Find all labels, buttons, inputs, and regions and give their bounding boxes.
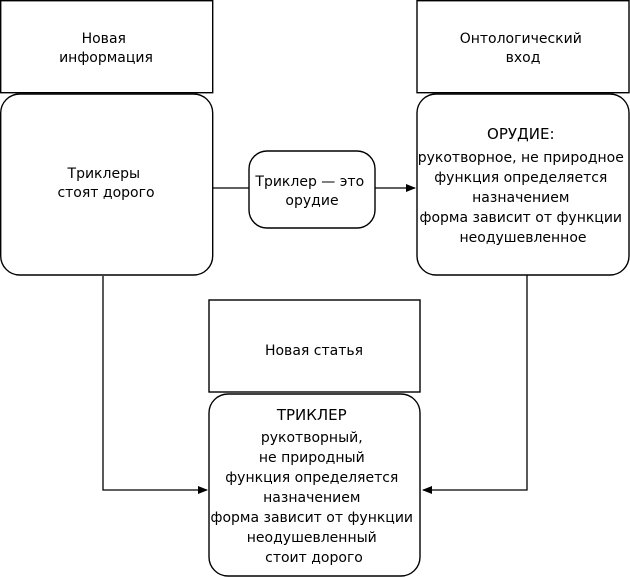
tool-definition-title: ОРУДИЕ: bbox=[487, 125, 554, 143]
ontological-input-label-box: Онтологический вход bbox=[416, 0, 630, 94]
tool-definition-line-2: функция определяется bbox=[434, 170, 607, 186]
tricler-definition-line-4: назначением bbox=[263, 490, 360, 506]
ontological-input-line-2: вход bbox=[506, 50, 541, 66]
svg-text:Триклер — это орудие: Триклер — это орудие bbox=[254, 174, 368, 209]
tool-definition-box: ОРУДИЕ: рукотворное, не природное функци… bbox=[416, 93, 630, 276]
tricler-definition-line-2: не природный bbox=[259, 450, 365, 466]
tricler-is-tool-line-2: орудие bbox=[285, 193, 338, 209]
tricler-definition-title: ТРИКЛЕР bbox=[276, 406, 347, 424]
triclers-expensive-line-2: стоят дорого bbox=[57, 185, 154, 201]
new-information-label-box: Новая информация bbox=[0, 0, 214, 94]
tool-definition-line-3: назначением bbox=[472, 190, 569, 206]
edge-tool-definition-to-tricler-definition bbox=[422, 275, 528, 494]
svg-text:Онтологический вход: Онтологический вход bbox=[460, 31, 587, 66]
tricler-is-tool-box: Триклер — это орудие bbox=[248, 150, 376, 229]
edge-expensive-to-tricler-definition bbox=[102, 276, 208, 494]
tricler-definition-line-1: рукотворный, bbox=[261, 430, 363, 446]
tricler-definition-line-5: форма зависит от функции bbox=[210, 510, 413, 526]
svg-text:Новая статья: Новая статья bbox=[265, 343, 363, 359]
tool-definition-line-5: неодушевленное bbox=[459, 230, 586, 246]
triclers-expensive-box: Триклеры стоят дорого bbox=[0, 93, 214, 276]
tricler-definition-line-3: функция определяется bbox=[225, 470, 398, 486]
new-information-line-2: информация bbox=[59, 50, 153, 66]
tricler-definition-line-6: неодушевленный bbox=[247, 530, 377, 546]
triclers-expensive-line-1: Триклеры bbox=[67, 166, 141, 182]
svg-text:ТРИКЛЕР рукотворный,: ТРИКЛЕР рукотворный, не природный функци… bbox=[210, 406, 417, 566]
svg-text:Новая информация: Новая информация bbox=[59, 31, 153, 66]
tool-definition-line-1: рукотворное, не природное bbox=[418, 150, 624, 166]
tricler-definition-box: ТРИКЛЕР рукотворный, не природный функци… bbox=[208, 393, 421, 577]
svg-text:Триклеры стоят дорого: Триклеры стоят дорого bbox=[57, 166, 154, 201]
tricler-is-tool-line-1: Триклер — это bbox=[254, 174, 364, 190]
new-article-label-box: Новая статья bbox=[208, 299, 421, 393]
svg-text:ОРУДИЕ: рукотворное, не: ОРУДИЕ: рукотворное, не природное функци… bbox=[418, 125, 629, 246]
tool-definition-line-4: форма зависит от функции bbox=[419, 210, 622, 226]
tricler-definition-line-7: стоит дорого bbox=[265, 550, 363, 566]
ontological-input-line-1: Онтологический bbox=[460, 31, 582, 47]
new-information-line-1: Новая bbox=[82, 31, 126, 47]
new-article-line-1: Новая статья bbox=[265, 343, 363, 359]
